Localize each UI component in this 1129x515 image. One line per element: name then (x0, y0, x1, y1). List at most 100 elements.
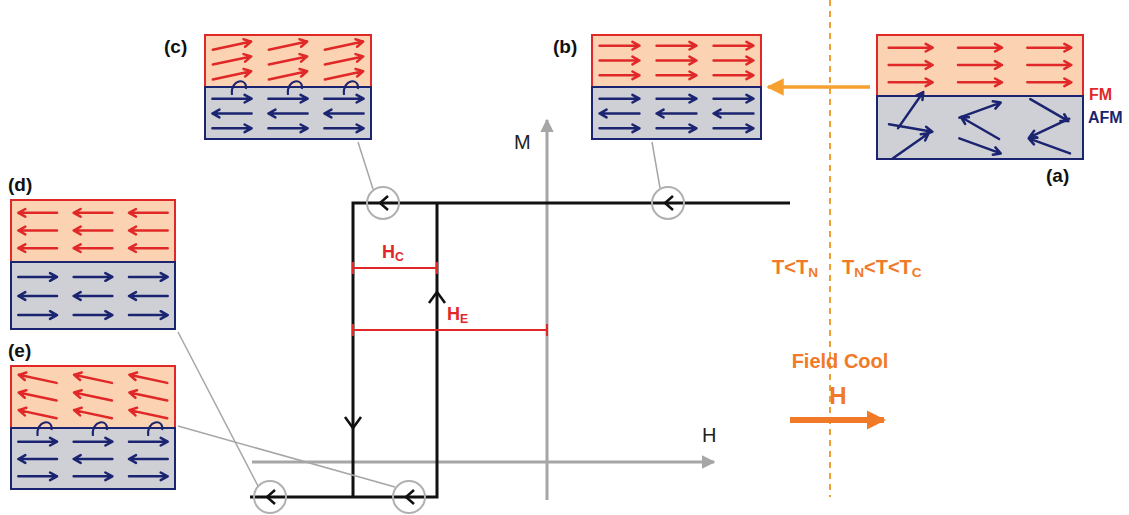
afm-spin-arrow (212, 95, 251, 103)
state-marker (652, 187, 684, 219)
panel-label: (d) (8, 175, 32, 196)
afm-spin-arrow (714, 125, 754, 133)
spin-configuration (876, 34, 1084, 160)
fm-spin-arrow (213, 69, 251, 79)
afm-spin-arrow (324, 110, 363, 118)
magnetic-state-panel: (e) (10, 365, 176, 490)
afm-spin-arrow (18, 473, 57, 481)
subscript: N (854, 265, 864, 280)
annotation-label: H (702, 424, 716, 446)
interface-coupling (288, 81, 302, 95)
magnetic-state-panel: (d) (10, 199, 176, 330)
afm-spin-arrow (74, 292, 113, 300)
fm-spin-arrow (600, 42, 640, 50)
fm-spin-arrow (714, 42, 754, 50)
afm-spin-arrow (1029, 137, 1070, 153)
fm-spin-arrow (1027, 79, 1071, 87)
fm-spin-arrow (714, 57, 754, 65)
afm-spin-arrow (600, 125, 640, 133)
afm-spin-arrow (74, 311, 113, 319)
fm-spin-arrow (325, 39, 363, 49)
label-part: H (829, 382, 846, 409)
spin-configuration (591, 34, 762, 140)
fm-spin-arrow (213, 39, 251, 49)
fm-spin-arrow (889, 44, 933, 52)
afm-spin-arrow (212, 125, 251, 133)
label-part: M (514, 131, 531, 153)
fm-spin-arrow (19, 408, 57, 418)
annotation-label: HC (382, 243, 404, 265)
fm-spin-arrow (129, 227, 168, 235)
m-axis (546, 120, 549, 500)
fm-spin-arrow (657, 72, 697, 80)
afm-spin-arrow (74, 473, 113, 481)
fm-spin-arrow (129, 390, 167, 400)
loop-direction (267, 490, 275, 504)
fm-spin-arrow (18, 244, 57, 252)
afm-spin-arrow (714, 110, 754, 118)
annotation-label: TN<T<TC (842, 256, 922, 281)
fm-spin-arrow (714, 72, 754, 80)
state-marker (367, 187, 399, 219)
h-axis (252, 461, 714, 464)
fm-layer (877, 35, 1083, 96)
afm-spin-arrow (893, 133, 929, 158)
afm-spin-arrow (1029, 119, 1069, 138)
fm-spin-arrow (269, 69, 307, 79)
fm-spin-arrow (129, 373, 167, 383)
panel-label: (e) (8, 341, 31, 362)
afm-spin-arrow (268, 110, 307, 118)
afm-spin-arrow (18, 438, 57, 446)
afm-spin-arrow (74, 273, 113, 281)
afm-spin-arrow (657, 125, 697, 133)
fm-spin-arrow (19, 373, 57, 383)
subscript: C (395, 250, 404, 264)
fm-spin-arrow (889, 61, 933, 69)
spin-configuration (204, 34, 372, 140)
fm-spin-arrow (74, 209, 113, 217)
afm-spin-arrow (129, 455, 168, 463)
loop-direction (665, 196, 673, 210)
interface-coupling (37, 422, 51, 436)
annotation-label: H (829, 383, 846, 409)
fm-spin-arrow (18, 227, 57, 235)
magnetic-state-panel: (a) (876, 34, 1084, 160)
afm-layer (877, 96, 1083, 159)
afm-spin-arrow (959, 101, 1000, 117)
afm-spin-arrow (961, 117, 999, 139)
leader-line (358, 142, 373, 189)
loop-direction (380, 196, 388, 210)
label-part: H (702, 424, 716, 446)
afm-spin-arrow (18, 292, 57, 300)
spin-configuration (10, 199, 176, 330)
fm-spin-arrow (129, 209, 168, 217)
afm-spin-arrow (129, 273, 168, 281)
fm-spin-arrow (958, 79, 1002, 87)
label-part: <T<T (864, 256, 912, 278)
state-marker (393, 481, 425, 513)
afm-spin-arrow (959, 138, 1000, 154)
fm-spin-arrow (1027, 44, 1071, 52)
afm-spin-arrow (268, 125, 307, 133)
fm-spin-arrow (325, 69, 363, 79)
fm-spin-arrow (213, 54, 251, 64)
afm-spin-arrow (74, 438, 113, 446)
fm-spin-arrow (129, 408, 167, 418)
panel-label: (c) (164, 37, 187, 58)
afm-spin-arrow (129, 473, 168, 481)
fm-spin-arrow (657, 57, 697, 65)
fm-spin-arrow (958, 61, 1002, 69)
annotation-label: M (514, 131, 531, 153)
fm-layer (11, 200, 175, 262)
afm-spin-arrow (600, 95, 640, 103)
label-part: H (382, 242, 395, 262)
spin-configuration (10, 365, 176, 490)
fm-spin-arrow (325, 54, 363, 64)
fm-spin-arrow (1027, 61, 1071, 69)
fm-spin-arrow (18, 209, 57, 217)
fm-spin-arrow (74, 390, 112, 400)
fm-spin-arrow (74, 373, 112, 383)
label-part: FM (1089, 86, 1112, 103)
afm-spin-arrow (129, 292, 168, 300)
afm-spin-arrow (268, 95, 307, 103)
